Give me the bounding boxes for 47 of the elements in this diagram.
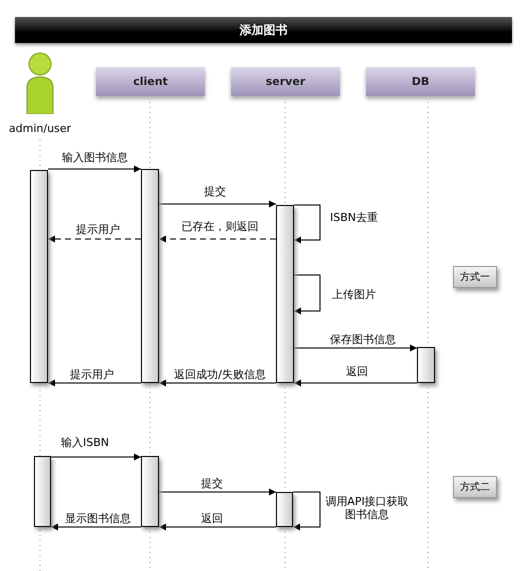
- message-label: 提示用户: [76, 223, 120, 236]
- activation-bar: [276, 492, 293, 527]
- message-label: 调用API接口获取图书信息: [324, 495, 410, 521]
- message-label: 显示图书信息: [65, 512, 131, 525]
- message-label: 提交: [204, 185, 226, 198]
- message-arrow: [292, 492, 320, 530]
- message-label: 输入图书信息: [62, 151, 128, 164]
- message-label: 保存图书信息: [330, 333, 396, 346]
- participant-name: client: [133, 75, 168, 88]
- activation-bar: [417, 347, 435, 383]
- message-label: 已存在，则返回: [182, 220, 258, 233]
- activation-bar: [34, 456, 51, 527]
- message-arrow: [158, 524, 276, 530]
- note: 方式一: [453, 266, 497, 288]
- message-label: 返回: [346, 365, 368, 378]
- message-label: 提示用户: [70, 368, 114, 381]
- activation-bar: [276, 205, 294, 383]
- message-arrow: [48, 166, 142, 172]
- message-arrow: [294, 380, 418, 386]
- participant-box: [231, 67, 340, 96]
- message-arrow: [50, 454, 142, 460]
- message-label: 输入ISBN: [61, 436, 109, 449]
- message-arrow: [50, 524, 142, 530]
- message-arrow: [48, 380, 142, 386]
- message-arrow: [294, 274, 320, 314]
- participant-name: DB: [412, 75, 430, 88]
- title-bar: 添加图书: [15, 17, 512, 43]
- note: 方式二: [453, 476, 497, 498]
- message-label: ISBN去重: [330, 211, 378, 224]
- message-label: 返回: [201, 512, 223, 525]
- message-arrow: [158, 236, 276, 242]
- message-arrow: [48, 236, 142, 242]
- message-arrow: [158, 200, 276, 208]
- participant-box: [366, 67, 475, 96]
- message-arrow: [294, 344, 418, 352]
- message-label: 返回成功/失败信息: [174, 368, 266, 381]
- message-arrow: [158, 488, 276, 496]
- message-label: 上传图片: [332, 288, 376, 301]
- activation-bar: [30, 170, 48, 383]
- activation-bar: [141, 169, 159, 383]
- participant-box: [96, 67, 205, 96]
- message-arrow: [294, 204, 320, 244]
- activation-bar: [141, 456, 159, 527]
- message-arrow: [158, 380, 276, 386]
- participant-name: server: [266, 75, 306, 88]
- actor-name: admin/user: [8, 122, 72, 135]
- message-label: 提交: [201, 477, 223, 490]
